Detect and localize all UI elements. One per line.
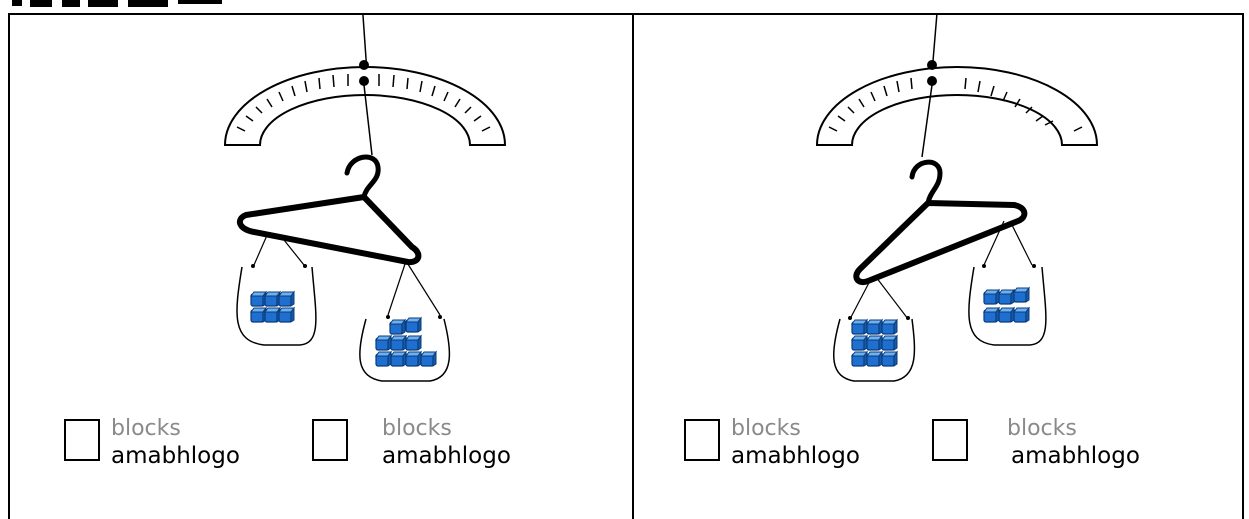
blocks-label: blocks	[731, 416, 801, 441]
blocks-label: blocks	[382, 416, 452, 441]
right-panel: blocks amabhlogo blocks amabhlogo	[632, 13, 1244, 519]
cropped-heading-fragment	[0, 0, 240, 14]
amabhlogo-label: amabhlogo	[731, 443, 860, 469]
amabhlogo-label: amabhlogo	[1011, 443, 1140, 469]
amabhlogo-label: amabhlogo	[111, 443, 240, 469]
cube-block-icon	[852, 320, 897, 366]
blocks-label: blocks	[111, 416, 181, 441]
coat-hanger-icon	[856, 162, 1024, 282]
spring-scale-icon	[817, 60, 1097, 145]
coat-hanger-icon	[240, 157, 419, 262]
answer-input-box[interactable]	[312, 419, 348, 461]
answer-input-box[interactable]	[64, 419, 100, 461]
left-panel: blocks amabhlogo blocks amabhlogo	[8, 13, 634, 519]
balance-illustration	[632, 15, 1242, 395]
spring-scale-icon	[225, 60, 505, 145]
answer-input-box[interactable]	[684, 419, 720, 461]
blocks-label: blocks	[1007, 416, 1077, 441]
amabhlogo-label: amabhlogo	[382, 443, 511, 469]
answer-input-box[interactable]	[932, 419, 968, 461]
balance-illustration	[10, 15, 632, 395]
